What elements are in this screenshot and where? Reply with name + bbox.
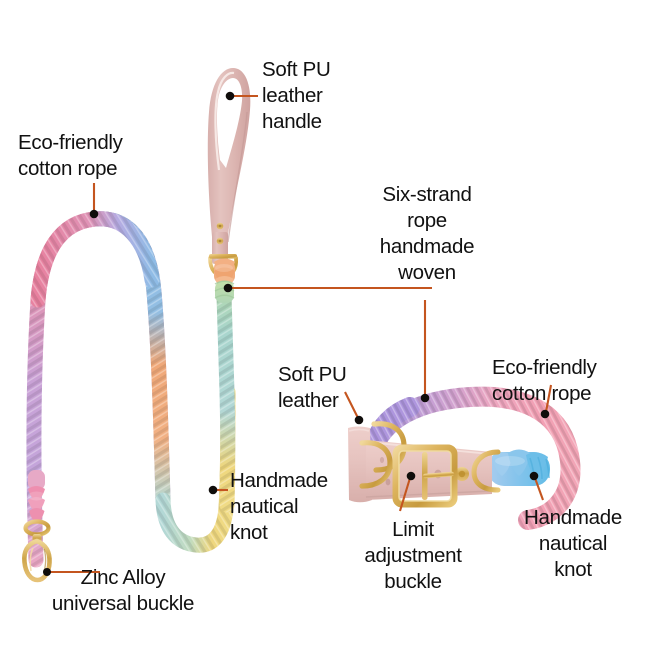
callout-limit-adjustment-buckle: Limit adjustment buckle — [364, 518, 462, 593]
leader-limit-buckle — [398, 477, 412, 512]
leash-rope — [22, 211, 236, 583]
dot-pu-collar — [354, 415, 364, 425]
dot-limit-buckle — [406, 471, 416, 481]
leash-rope-knot-pink — [27, 470, 46, 523]
callout-handmade-nautical-knot-leash: Handmade nautical knot — [230, 469, 328, 544]
dot-knot-leash — [208, 485, 218, 495]
collar-pu-leather-strap — [348, 426, 492, 503]
callout-six-strand-rope-handmade-woven: Six-strand rope handmade woven — [379, 183, 475, 284]
leader-lines — [48, 94, 553, 574]
dot-sixstrand — [420, 393, 430, 403]
leader-eco-collar — [544, 384, 553, 413]
dot-knot-collar — [529, 471, 539, 481]
dot-pu-handle — [225, 91, 235, 101]
callout-eco-friendly-cotton-rope-leash: Eco-friendly cotton rope — [18, 131, 123, 180]
limit-adjustment-buckle — [392, 444, 458, 508]
dot-eco-collar — [540, 409, 550, 419]
dot-eco-leash — [89, 209, 99, 219]
leader-pu-collar — [344, 391, 359, 419]
collar-nautical-knot — [488, 449, 550, 486]
rope-collar — [348, 386, 581, 530]
callout-handmade-nautical-knot-collar: Handmade nautical knot — [524, 506, 622, 581]
leader-dots — [43, 91, 550, 576]
dot-sixstrand-anchor — [223, 283, 233, 293]
callout-zinc-alloy-universal-buckle: Zinc Alloy universal buckle — [51, 566, 195, 615]
leader-knot-collar — [534, 477, 544, 501]
callout-soft-pu-leather-handle: Soft PU leather handle — [262, 58, 331, 133]
callout-soft-pu-leather-collar: Soft PU leather — [278, 363, 347, 412]
dot-zinc — [43, 568, 51, 576]
callout-eco-friendly-cotton-rope-collar: Eco-friendly cotton rope — [492, 356, 597, 405]
leash-handmade-woven-knot — [214, 258, 235, 303]
